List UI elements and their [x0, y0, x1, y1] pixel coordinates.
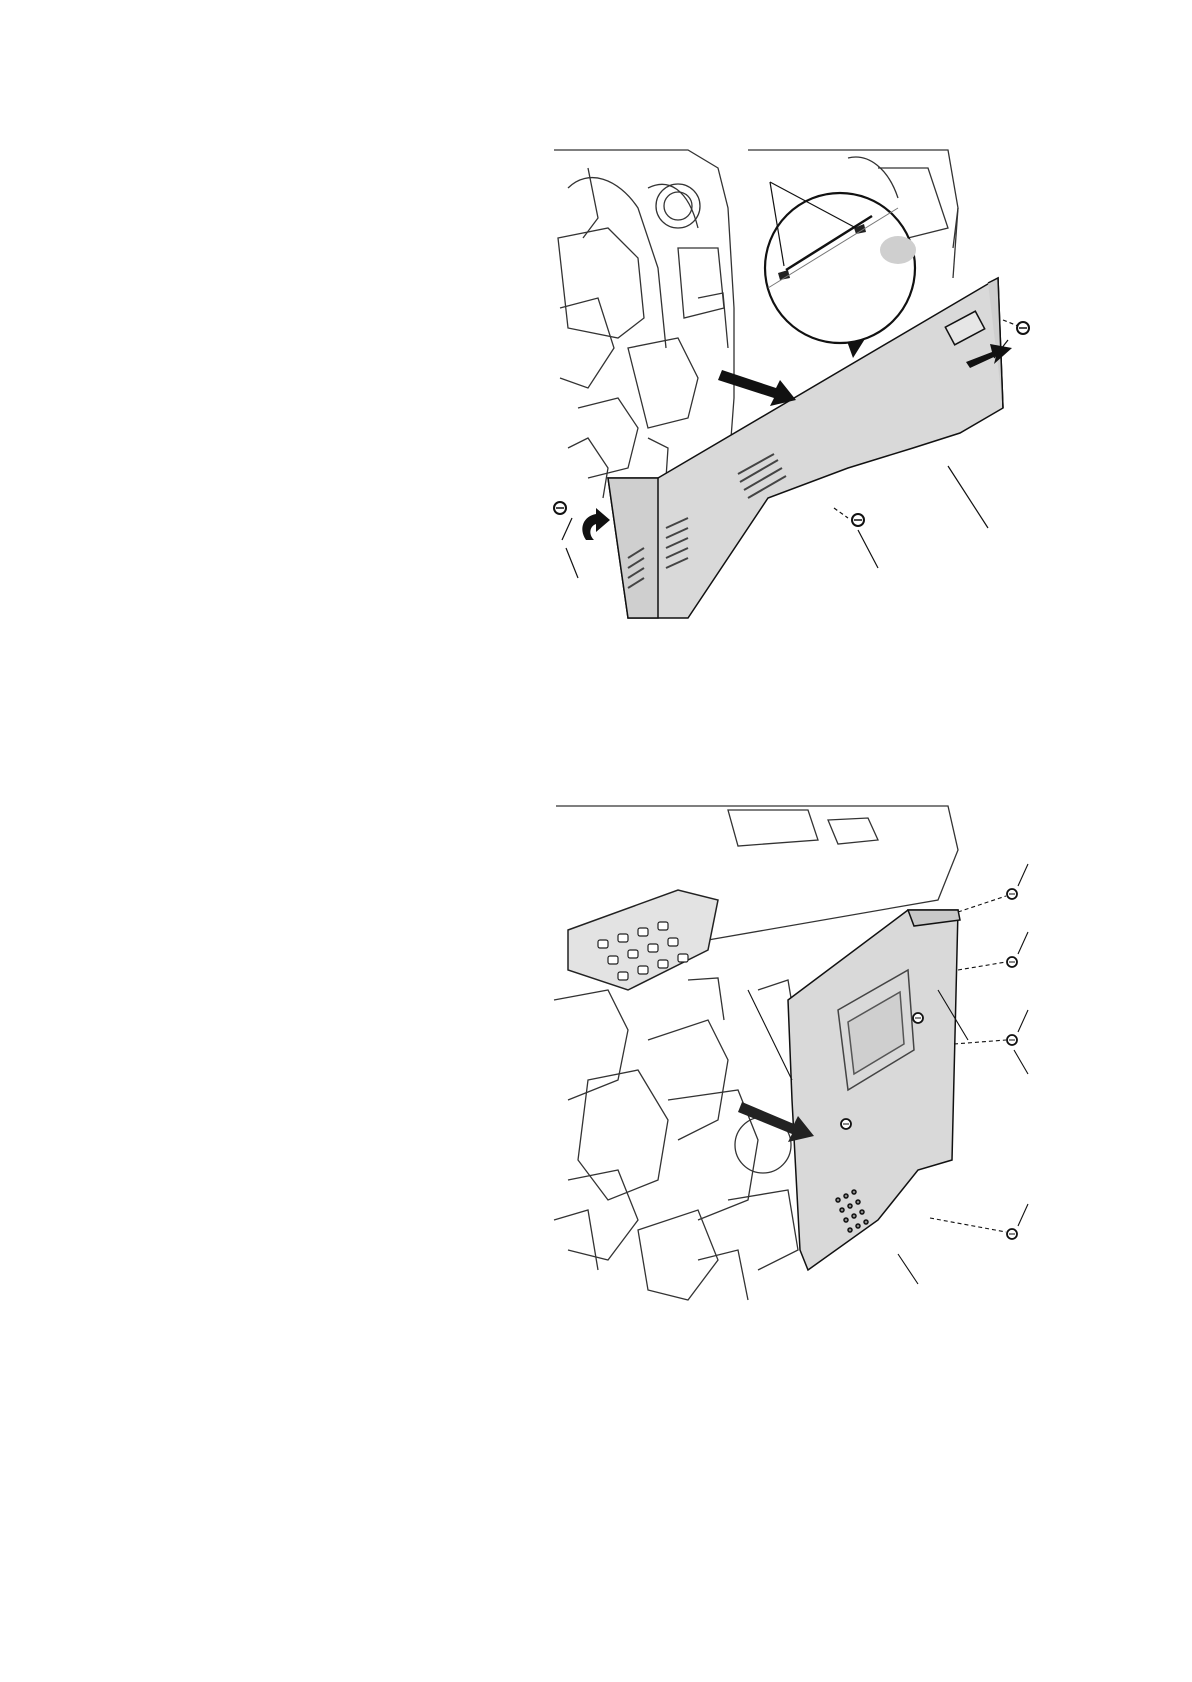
screw-icon	[852, 514, 864, 526]
screw-icon	[554, 502, 566, 514]
operation-panel-icon	[568, 890, 718, 990]
controller-shield-illustration	[548, 800, 1060, 1320]
screw-icon	[1017, 322, 1029, 334]
screw-icon	[1007, 1035, 1017, 1045]
right-cover-illustration	[548, 148, 1068, 668]
figure-controller-shield-removal	[548, 800, 1060, 1320]
controller-shield-panel	[788, 910, 960, 1270]
screw-icon	[1007, 957, 1017, 967]
magnifier-callout-icon	[765, 193, 916, 358]
machine-internals-lineart	[554, 978, 798, 1300]
screw-icon	[841, 1119, 851, 1129]
screw-icon	[913, 1013, 923, 1023]
figure-right-cover-removal	[548, 148, 1068, 668]
screw-icon	[1007, 889, 1017, 899]
screw-icon	[1007, 1229, 1017, 1239]
